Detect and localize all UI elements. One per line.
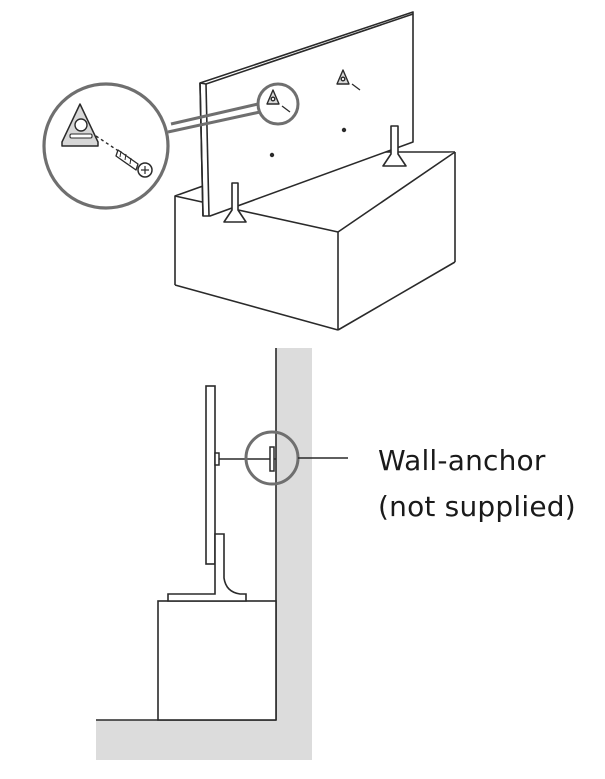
furniture-side bbox=[157, 600, 277, 721]
screw-icon bbox=[281, 83, 361, 113]
anchor-strap bbox=[214, 446, 276, 472]
wall-mount-bracket bbox=[266, 69, 350, 105]
wall-anchor-label: Wall-anchor bbox=[378, 444, 546, 477]
not-supplied-label: (not supplied) bbox=[378, 490, 576, 523]
tv-stand-legs bbox=[223, 125, 407, 223]
tv-front-view bbox=[199, 11, 414, 217]
wall-section bbox=[96, 348, 312, 760]
bottom-illustration bbox=[96, 348, 348, 760]
tv-side-view bbox=[167, 385, 247, 602]
top-illustration bbox=[42, 11, 456, 331]
magnifier-detail bbox=[42, 82, 170, 210]
magnifier-connector bbox=[167, 102, 261, 134]
